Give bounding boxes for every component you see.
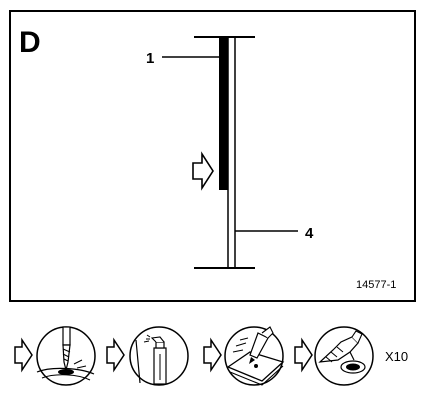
step-arrow-icon (14, 337, 33, 373)
panel-section-drawing (194, 36, 255, 269)
spray-can-icon (129, 326, 189, 386)
applicator-icon (224, 326, 285, 386)
direction-arrow-icon (192, 151, 214, 191)
coating-layer (219, 37, 228, 190)
step-arrow-icon (203, 337, 222, 373)
panel-letter: D (19, 26, 41, 59)
panel-frame (9, 10, 416, 302)
step-arrow-icon (294, 337, 313, 373)
callout-1-label: 1 (146, 50, 154, 67)
repeat-count: X10 (385, 349, 408, 364)
polishing-icon (314, 326, 374, 386)
figure-reference: 14577-1 (356, 279, 396, 291)
drill-icon (36, 326, 96, 386)
step-arrow-icon (106, 337, 125, 373)
callout-4-label: 4 (305, 225, 314, 242)
process-steps: X10 (14, 326, 408, 386)
